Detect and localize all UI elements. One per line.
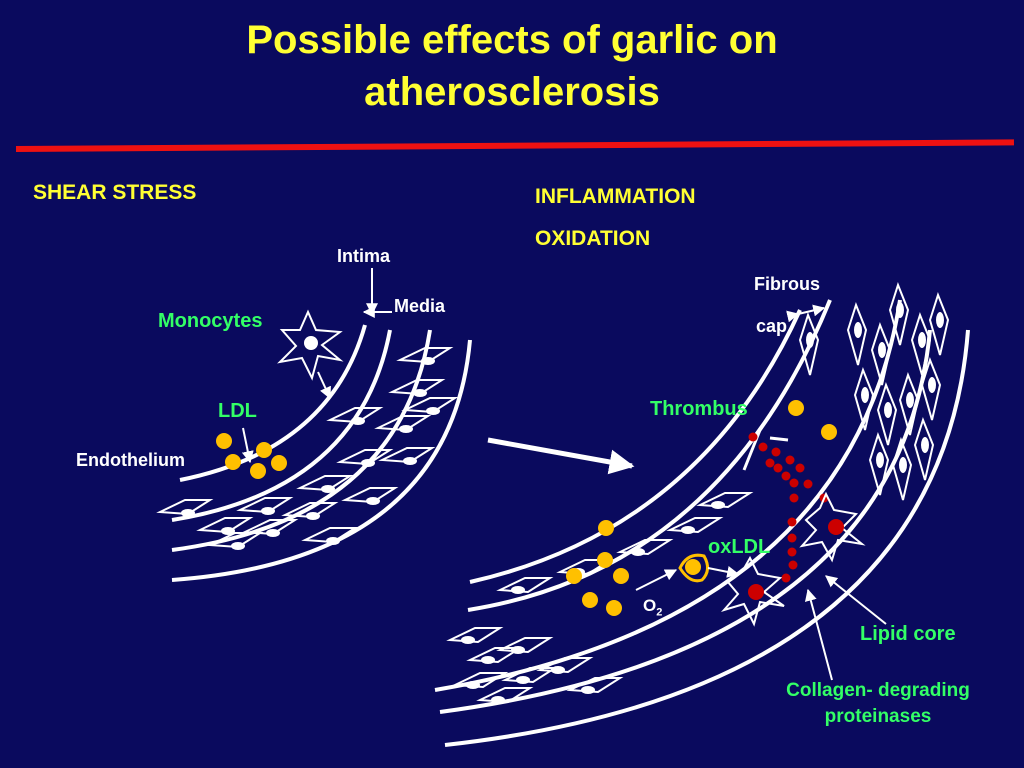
oxldl-label: oxLDL (708, 536, 771, 558)
thrombus-label: Thrombus (650, 398, 748, 420)
ldl-label: LDL (218, 400, 257, 422)
title-line-2: atherosclerosis (364, 70, 660, 114)
monocyte-arrow (317, 371, 331, 400)
oxldl-macrophage (678, 553, 709, 583)
thrombus-dots (748, 432, 829, 583)
right-media-nuclei (461, 501, 725, 704)
ldl-arrow (241, 427, 254, 464)
heading-shear-stress: SHEAR STRESS (33, 181, 197, 204)
rupture-line-2 (769, 436, 789, 442)
fibrous-cap-nuclei (806, 302, 944, 473)
lipid-core-label: Lipid core (860, 623, 956, 645)
heading-oxidation: OXIDATION (535, 227, 651, 250)
media-label: Media (394, 296, 446, 316)
o2-label-subscript: 2 (656, 606, 663, 619)
oxldl-particle (685, 559, 701, 575)
ldl-particles-right (566, 400, 837, 616)
o2-label-base: O (643, 596, 657, 615)
left-vessel-wall (171, 324, 472, 582)
foam-cell-upper (799, 491, 866, 563)
collagen-proteinases-label: Collagen- degrading proteinases (760, 678, 996, 730)
intima-label: Intima (337, 246, 391, 266)
heading-inflammation: INFLAMMATION (535, 185, 696, 208)
fibrous-label: Fibrous (754, 274, 820, 294)
left-media-nuclei (181, 357, 440, 550)
oxldl-arrow (707, 565, 740, 578)
lipid-core-arrow (825, 575, 887, 625)
foam-cell-lower (720, 555, 785, 627)
monocyte-cell (277, 309, 344, 381)
collagen-arrow (804, 588, 833, 681)
fibrous-cap-cells (798, 282, 950, 501)
foam-cell-upper-core (828, 519, 844, 535)
endothelium-label: Endothelium (76, 450, 185, 470)
progression-arrow (487, 437, 635, 475)
ldl-particles (216, 433, 287, 479)
o2-label: O2 (643, 596, 662, 618)
collagen-label-line2: proteinases (824, 706, 932, 727)
left-media-cells (156, 347, 459, 549)
fibrous-cap-arrow (786, 304, 826, 323)
foam-cell-lower-core (748, 584, 764, 600)
title-line-1: Possible effects of garlic on (246, 18, 778, 62)
right-vessel-wall (434, 299, 970, 747)
o2-arrow (635, 569, 678, 591)
collagen-label-line1: Collagen- degrading (786, 680, 970, 701)
slide-title: Possible effects of garlic on atheroscle… (0, 14, 1024, 118)
cap-label: cap (756, 316, 788, 336)
monocytes-label: Monocytes (158, 310, 263, 332)
monocyte-nucleus (304, 336, 318, 350)
